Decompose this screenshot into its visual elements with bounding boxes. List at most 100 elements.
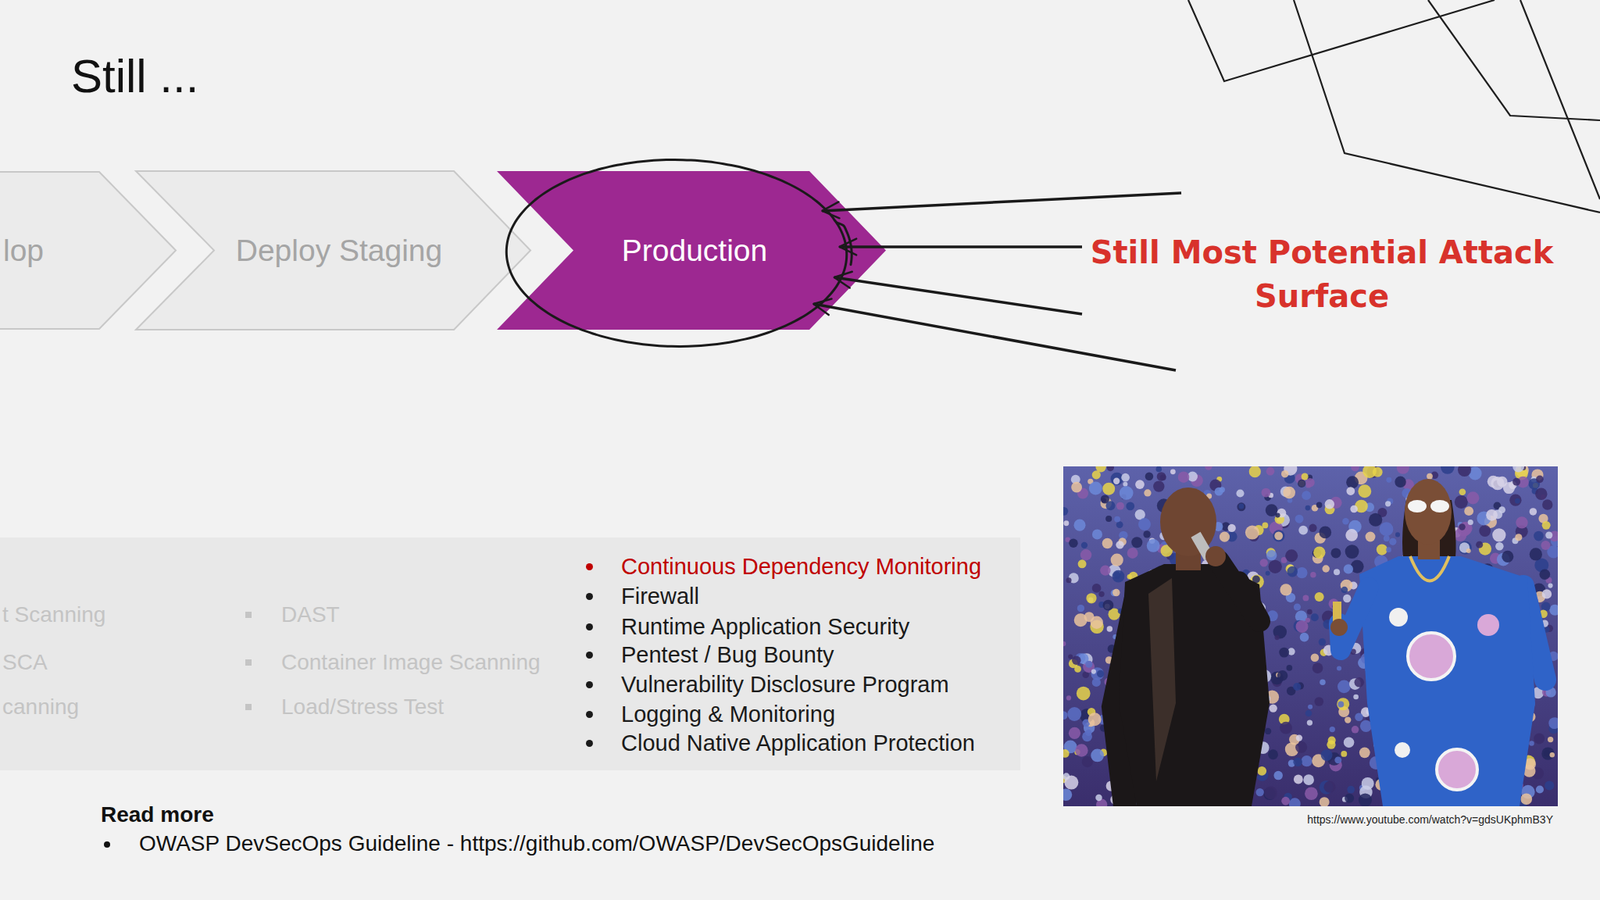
- performer-shape: [1407, 500, 1427, 513]
- crowd-dot: [1073, 519, 1086, 532]
- crowd-dot: [1143, 489, 1151, 497]
- crowd-dot: [1351, 725, 1360, 734]
- crowd-dot: [1085, 660, 1093, 668]
- performer-left: [1113, 487, 1270, 807]
- crowd-dot: [1122, 482, 1128, 487]
- crowd-dot: [1098, 591, 1104, 597]
- crowd-dot: [1541, 746, 1554, 760]
- crowd-dot: [1529, 507, 1538, 516]
- crowd-dot: [1272, 529, 1285, 542]
- crowd-dot: [1096, 670, 1104, 678]
- crowd-dot: [1066, 695, 1072, 700]
- crowd-dot: [1105, 515, 1112, 522]
- performer-shape: [1218, 560, 1260, 622]
- crowd-dot: [1092, 528, 1103, 540]
- highlight-ellipse: [506, 159, 852, 347]
- section-heading: Read more: [100, 801, 215, 829]
- crowd-dot: [1440, 466, 1455, 475]
- crowd-dot: [1544, 780, 1554, 790]
- crowd-dot: [1542, 499, 1553, 510]
- crowd-dot: [1492, 528, 1506, 542]
- crowd-dot: [1357, 484, 1372, 498]
- crowd-dot: [1279, 721, 1293, 735]
- crowd-dot: [1457, 466, 1472, 477]
- crowd-dot: [1261, 488, 1272, 498]
- corner-lines: [1188, 0, 1600, 213]
- performer-shape: [1430, 500, 1450, 513]
- crowd-dot: [1091, 668, 1097, 674]
- pointer-line: [821, 192, 1182, 211]
- crowd-dot: [1345, 544, 1360, 559]
- crowd-dot: [1281, 796, 1290, 806]
- corner-line: [1428, 0, 1600, 121]
- crowd-dot: [1305, 505, 1311, 511]
- bullet-dot: [585, 710, 593, 718]
- crowd-dot: [1350, 505, 1358, 514]
- crowd-dot: [1316, 502, 1323, 509]
- tool-item: Load/Stress Test: [281, 692, 444, 722]
- crowd-dot: [1274, 531, 1283, 540]
- crowd-dot: [1344, 793, 1354, 804]
- crowd-dot: [1278, 647, 1290, 658]
- pointer-line: [839, 245, 1083, 249]
- crowd-dot: [1249, 466, 1261, 478]
- pipeline-stage: lop: [0, 171, 177, 330]
- crowd-dot: [1313, 546, 1325, 559]
- crowd-dot: [1296, 567, 1308, 579]
- crowd-dot: [1341, 586, 1349, 594]
- crowd-dot: [1310, 653, 1320, 662]
- performer-shape: [1394, 742, 1411, 758]
- crowd-dot: [1334, 756, 1342, 764]
- crowd-dot: [1274, 635, 1279, 640]
- performer-shape: [1404, 478, 1452, 545]
- crowd-dot: [1343, 736, 1355, 748]
- crowd-dot: [1353, 694, 1359, 700]
- crowd-dot: [1304, 786, 1318, 800]
- bullet-square: [245, 611, 252, 618]
- tool-item: Container Image Scanning: [281, 648, 541, 677]
- performer-shape: [1389, 607, 1408, 627]
- crowd-dot: [1542, 521, 1551, 530]
- crowd-dot: [1308, 524, 1317, 533]
- crowd-dot: [1236, 502, 1246, 511]
- crowd-dot: [1466, 491, 1479, 504]
- crowd-dot: [1515, 516, 1528, 529]
- crowd-dot: [1219, 532, 1230, 543]
- tool-item: Vulnerability Disclosure Program: [621, 670, 950, 699]
- pipeline-stage: Deploy Staging: [135, 171, 531, 330]
- crowd-dot: [1318, 526, 1332, 540]
- crowd-dot: [1336, 665, 1342, 671]
- crowd-dot: [1353, 677, 1365, 688]
- crowd-dot: [1107, 625, 1113, 632]
- crowd-dot: [1301, 472, 1309, 480]
- bullet-dot: [585, 563, 593, 571]
- crowd-dot: [1385, 477, 1392, 483]
- crowd-dot: [1156, 466, 1163, 472]
- performer-shape: [1339, 587, 1369, 650]
- crowd-dot: [1458, 541, 1472, 555]
- slide-title: Still ...: [71, 48, 199, 105]
- bullet-dot: [585, 592, 593, 600]
- crowd-dot: [1314, 696, 1324, 707]
- crowd-dot: [1346, 785, 1355, 794]
- crowd-dot: [1323, 781, 1336, 793]
- corner-line: [1293, 0, 1600, 213]
- crowd-dot: [1110, 553, 1124, 567]
- crowd-dot: [1235, 489, 1244, 497]
- crowd-dot: [1219, 486, 1225, 493]
- crowd-dot: [1458, 523, 1465, 530]
- crowd-dot: [1319, 679, 1325, 686]
- crowd-dot: [1081, 542, 1088, 549]
- stage-photo: [1063, 466, 1558, 807]
- crowd-dot: [1063, 710, 1068, 720]
- crowd-dot: [1385, 500, 1391, 507]
- crowd-dot: [1269, 703, 1278, 712]
- crowd-dot: [1068, 539, 1079, 549]
- crowd-dot: [1114, 516, 1121, 523]
- crowd-dot: [1260, 558, 1268, 567]
- crowd-dot: [1264, 786, 1278, 800]
- crowd-dot: [1107, 466, 1115, 472]
- crowd-dot: [1256, 788, 1265, 797]
- crowd-dot: [1535, 475, 1544, 483]
- crowd-dot: [1204, 466, 1212, 471]
